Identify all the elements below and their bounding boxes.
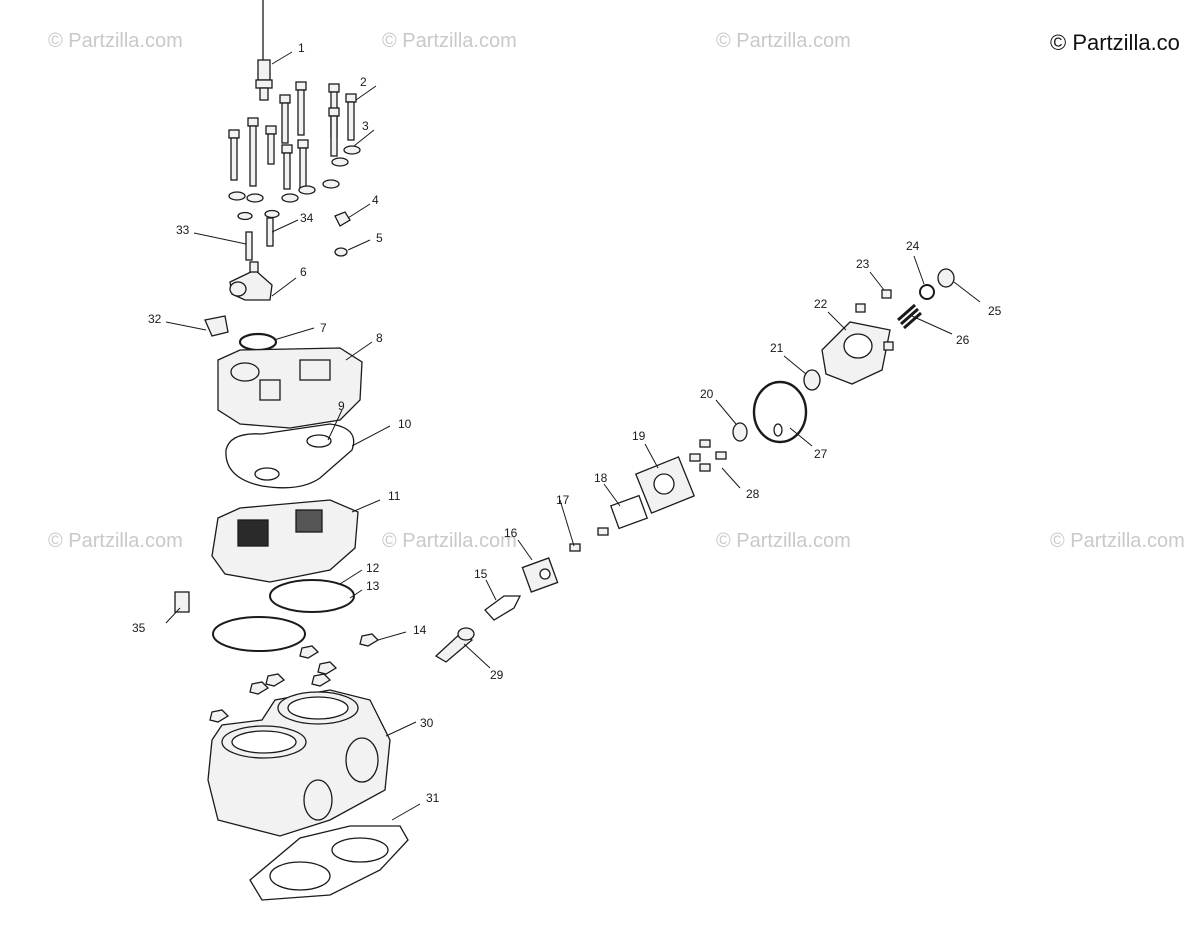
callout-24: 24: [906, 239, 920, 253]
callout-8: 8: [376, 331, 383, 345]
callout-2: 2: [360, 75, 367, 89]
head-cover: [217, 347, 363, 429]
callout-14: 14: [413, 623, 427, 637]
callout-22: 22: [814, 297, 828, 311]
watermark: © Partzilla.com: [48, 30, 183, 52]
watermark: © Partzilla.com: [716, 30, 851, 52]
thermostat-housing: [229, 261, 273, 301]
sensor-part: [255, 0, 273, 101]
callout-33: 33: [176, 223, 190, 237]
callout-4: 4: [372, 193, 379, 207]
callout-32: 32: [148, 312, 162, 326]
callout-17: 17: [556, 493, 570, 507]
gasket-10: [225, 423, 355, 489]
washer-5: [334, 247, 348, 257]
callout-31: 31: [426, 791, 440, 805]
thermostat: [204, 315, 229, 337]
base-gasket: [249, 825, 409, 901]
oil-pump-assembly: [434, 268, 955, 663]
callout-5: 5: [376, 231, 383, 245]
callout-20: 20: [700, 387, 714, 401]
callout-23: 23: [856, 257, 870, 271]
callout-6: 6: [300, 265, 307, 279]
callout-30: 30: [420, 716, 434, 730]
fitting-35: [174, 591, 190, 613]
head-gasket-13: [212, 616, 306, 652]
callout-13: 13: [366, 579, 380, 593]
leader-lines: [165, 51, 981, 821]
callout-26: 26: [956, 333, 970, 347]
watermark: © Partzilla.com: [1050, 530, 1185, 552]
callout-10: 10: [398, 417, 412, 431]
watermark: © Partzilla.com: [48, 530, 183, 552]
callout-1: 1: [298, 41, 305, 55]
callout-16: 16: [504, 526, 518, 540]
callout-18: 18: [594, 471, 608, 485]
gasket-9: [306, 434, 332, 448]
cylinder-block: [207, 689, 391, 837]
washer-group: [228, 145, 361, 221]
callout-34: 34: [300, 211, 314, 225]
watermark: © Partzilla.com: [716, 530, 851, 552]
callout-27: 27: [814, 447, 828, 461]
screw-33: [245, 231, 253, 261]
callout-25: 25: [988, 304, 1002, 318]
watermark-main: © Partzilla.co: [1050, 30, 1180, 55]
callout-7: 7: [320, 321, 327, 335]
watermark: © Partzilla.com: [382, 30, 517, 52]
o-ring-7: [238, 332, 278, 352]
callout-15: 15: [474, 567, 488, 581]
callout-19: 19: [632, 429, 646, 443]
head-gasket-12: [269, 579, 355, 613]
callout-9: 9: [338, 399, 345, 413]
callout-12: 12: [366, 561, 380, 575]
bolt-group: [228, 81, 357, 190]
callout-21: 21: [770, 341, 784, 355]
nut-group: [209, 633, 380, 723]
callout-28: 28: [746, 487, 760, 501]
watermark: © Partzilla.com: [382, 530, 517, 552]
callout-3: 3: [362, 119, 369, 133]
callout-29: 29: [490, 668, 504, 682]
cylinder-head: [211, 499, 359, 583]
callout-35: 35: [132, 621, 146, 635]
nut-4: [334, 211, 351, 227]
callout-labels: 1 2 3 4 5 6 7 8 9 10 11 12 13 14 15 16 1…: [132, 41, 1002, 805]
callout-11: 11: [388, 489, 401, 503]
